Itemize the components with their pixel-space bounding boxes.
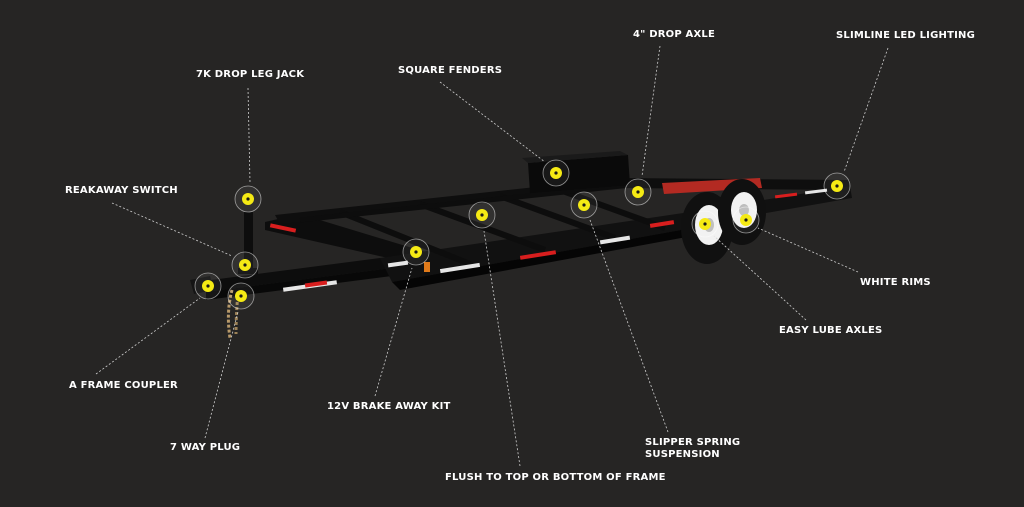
hotspot-seven-way-plug[interactable] [227,282,255,310]
hotspot-flush-to-frame[interactable] [468,201,496,229]
feature-label-flush-to-frame: FLUSH TO TOP OR BOTTOM OF FRAME [445,472,666,483]
hotspot-brake-away-kit[interactable] [402,238,430,266]
hotspot-a-frame-coupler[interactable] [194,272,222,300]
leader-line-drop-axle [641,45,661,177]
jack-foot [238,268,258,274]
leader-line-white-rims [757,227,859,273]
cross-member [558,187,667,231]
hotspot-center [554,171,558,175]
leader-line-seven-way-plug [204,311,239,439]
hotspot-square-fenders[interactable] [542,159,570,187]
jack-post [244,212,253,270]
feature-label-slimline-led-lighting: SLIMLINE LED LIGHTING [836,30,975,41]
hotspot-center [636,190,640,194]
hotspot-slipper-spring-suspension[interactable] [570,191,598,219]
reflector-tape [599,235,631,245]
hotspot-center [239,294,243,298]
feature-label-brake-away-kit: 12V BRAKE AWAY KIT [327,401,451,412]
hotspot-white-rims[interactable] [732,206,760,234]
hotspot-center [835,184,839,188]
reflector-tape [387,260,409,268]
hotspot-center [703,222,707,226]
front-cross-member [265,214,432,268]
callout-leader-lines [95,45,889,467]
leader-line-drop-leg-jack [247,87,251,184]
reflector-tape [304,280,328,288]
cross-member [338,209,472,267]
feature-label-drop-axle: 4" DROP AXLE [633,29,716,40]
safety-chain [234,291,240,335]
feature-label-drop-leg-jack: 7K DROP LEG JACK [196,69,305,80]
hotspot-center [480,213,484,217]
hotspot-center [414,250,418,254]
leader-line-brake-away-kit [374,267,413,397]
hotspot-drop-axle[interactable] [624,178,652,206]
feature-label-easy-lube-axles: EASY LUBE AXLES [779,325,883,336]
feature-label-square-fenders: SQUARE FENDERS [398,65,503,76]
reflector-tape [439,262,481,274]
near-side-rail-lower [392,228,692,290]
hotspot-center [243,263,247,267]
hotspot-breakaway-switch[interactable] [231,251,259,279]
hotspot-slimline-led-lighting[interactable] [823,172,851,200]
leader-line-slimline-led-lighting [843,47,889,173]
leader-line-slipper-spring-suspension [589,219,669,433]
cross-member [418,201,547,253]
reflector-tape [804,188,828,195]
feature-label-slipper-spring-suspension: SLIPPER SPRING SUSPENSION [645,437,741,460]
feature-label-white-rims: WHITE RIMS [860,277,931,288]
leader-line-breakaway-switch [111,202,233,257]
feature-label-breakaway-switch: REAKAWAY SWITCH [65,185,178,196]
inner-rail [299,181,641,223]
hotspot-center [246,197,250,201]
leader-line-easy-lube-axles [713,235,807,321]
hotspot-center [744,218,748,222]
trailer-body [190,151,852,339]
feature-label-seven-way-plug: 7 WAY PLUG [170,442,241,453]
hotspot-easy-lube-axles[interactable] [691,210,719,238]
leader-line-square-fenders [439,81,546,163]
reflector-tape [269,223,297,233]
leader-line-a-frame-coupler [95,297,201,375]
hotspot-drop-leg-jack[interactable] [234,185,262,213]
feature-hotspots [194,159,851,310]
fender-box-top [522,151,628,163]
tongue-bottom-rail [206,268,392,300]
hotspot-center [582,203,586,207]
cross-member [498,193,617,241]
reflector-tape [774,192,798,199]
feature-label-a-frame-coupler: A FRAME COUPLER [69,380,178,391]
fender-box [528,155,630,193]
hotspot-center [206,284,210,288]
reflector-tape [519,250,557,260]
reflector-tape [649,220,675,228]
amber-marker-light [424,262,430,272]
